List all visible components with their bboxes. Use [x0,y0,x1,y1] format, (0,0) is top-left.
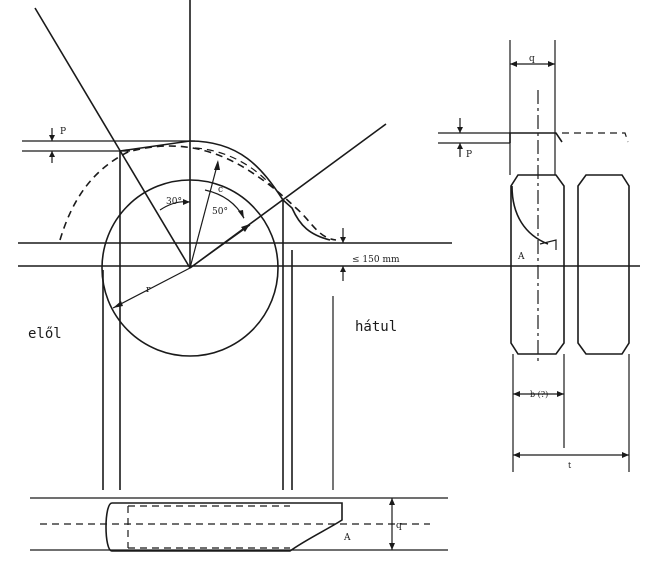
radius-arrow [113,301,123,308]
t-dim-arrow-left [513,452,520,458]
label-a-right: A [517,252,525,262]
plan-q-arrow-bottom [389,543,395,550]
front-left-tire [510,174,565,355]
p-right-arrow-top-head [457,127,463,133]
bottom-plan-view: q A [30,497,448,552]
q-dim-arrow-right [548,61,555,67]
front-left-tire-curve [511,185,549,245]
label-q-top: q [529,54,535,64]
plan-tire-dashed [127,505,290,549]
q-dim-arrow-left [510,61,517,67]
plan-q-arrow-top [389,498,395,505]
p-right-arrow-bottom-head [457,143,463,149]
front-left-tire-detail [539,239,557,250]
b-dim-arrow-right [557,391,564,397]
label-b: b (?) [530,390,548,399]
p-arrow-bottom-head [49,151,55,157]
wheel-circle [101,179,279,357]
front-fender-dashed [562,132,629,143]
ray-50-line [189,224,251,269]
ray-50-arrow [241,224,250,232]
c-ray-line [189,161,219,269]
arc-30-arrow [183,199,190,205]
fender-solid-outline [119,140,331,241]
front-fender-solid [509,132,563,143]
fender-dashed-inner [194,147,276,191]
label-rear: hátul [355,319,397,335]
side-view: P 30° c 50° r ≤ 150 mm elől hátul [18,0,640,490]
label-p-left: P [60,127,66,137]
plan-tire-solid [105,502,343,552]
p-arrow-top-head [49,135,55,141]
dim150-arrow-top-head [340,237,346,243]
label-dimension-150: ≤ 150 mm [352,255,400,265]
fender-dashed-outline [59,145,337,241]
label-p-right: P [466,150,472,160]
label-a-bottom: A [343,533,351,543]
b-dim-arrow-left [513,391,520,397]
label-q-bottom: q [396,521,402,531]
radius-line [112,267,191,309]
label-r: r [146,285,151,295]
label-angle-50: 50° [212,207,228,217]
t-dim-arrow-right [622,452,629,458]
label-angle-30: 30° [166,197,182,207]
label-front: elől [28,326,62,342]
arc-50-arrow [238,210,244,219]
c-arrow [214,160,220,170]
dim150-arrow-bottom-head [340,266,346,272]
label-c: c [218,185,223,195]
label-t: t [568,461,572,470]
steep-ray-line [34,7,191,269]
front-view: q P A b (?) t [438,40,630,472]
front-right-tire [577,174,630,355]
